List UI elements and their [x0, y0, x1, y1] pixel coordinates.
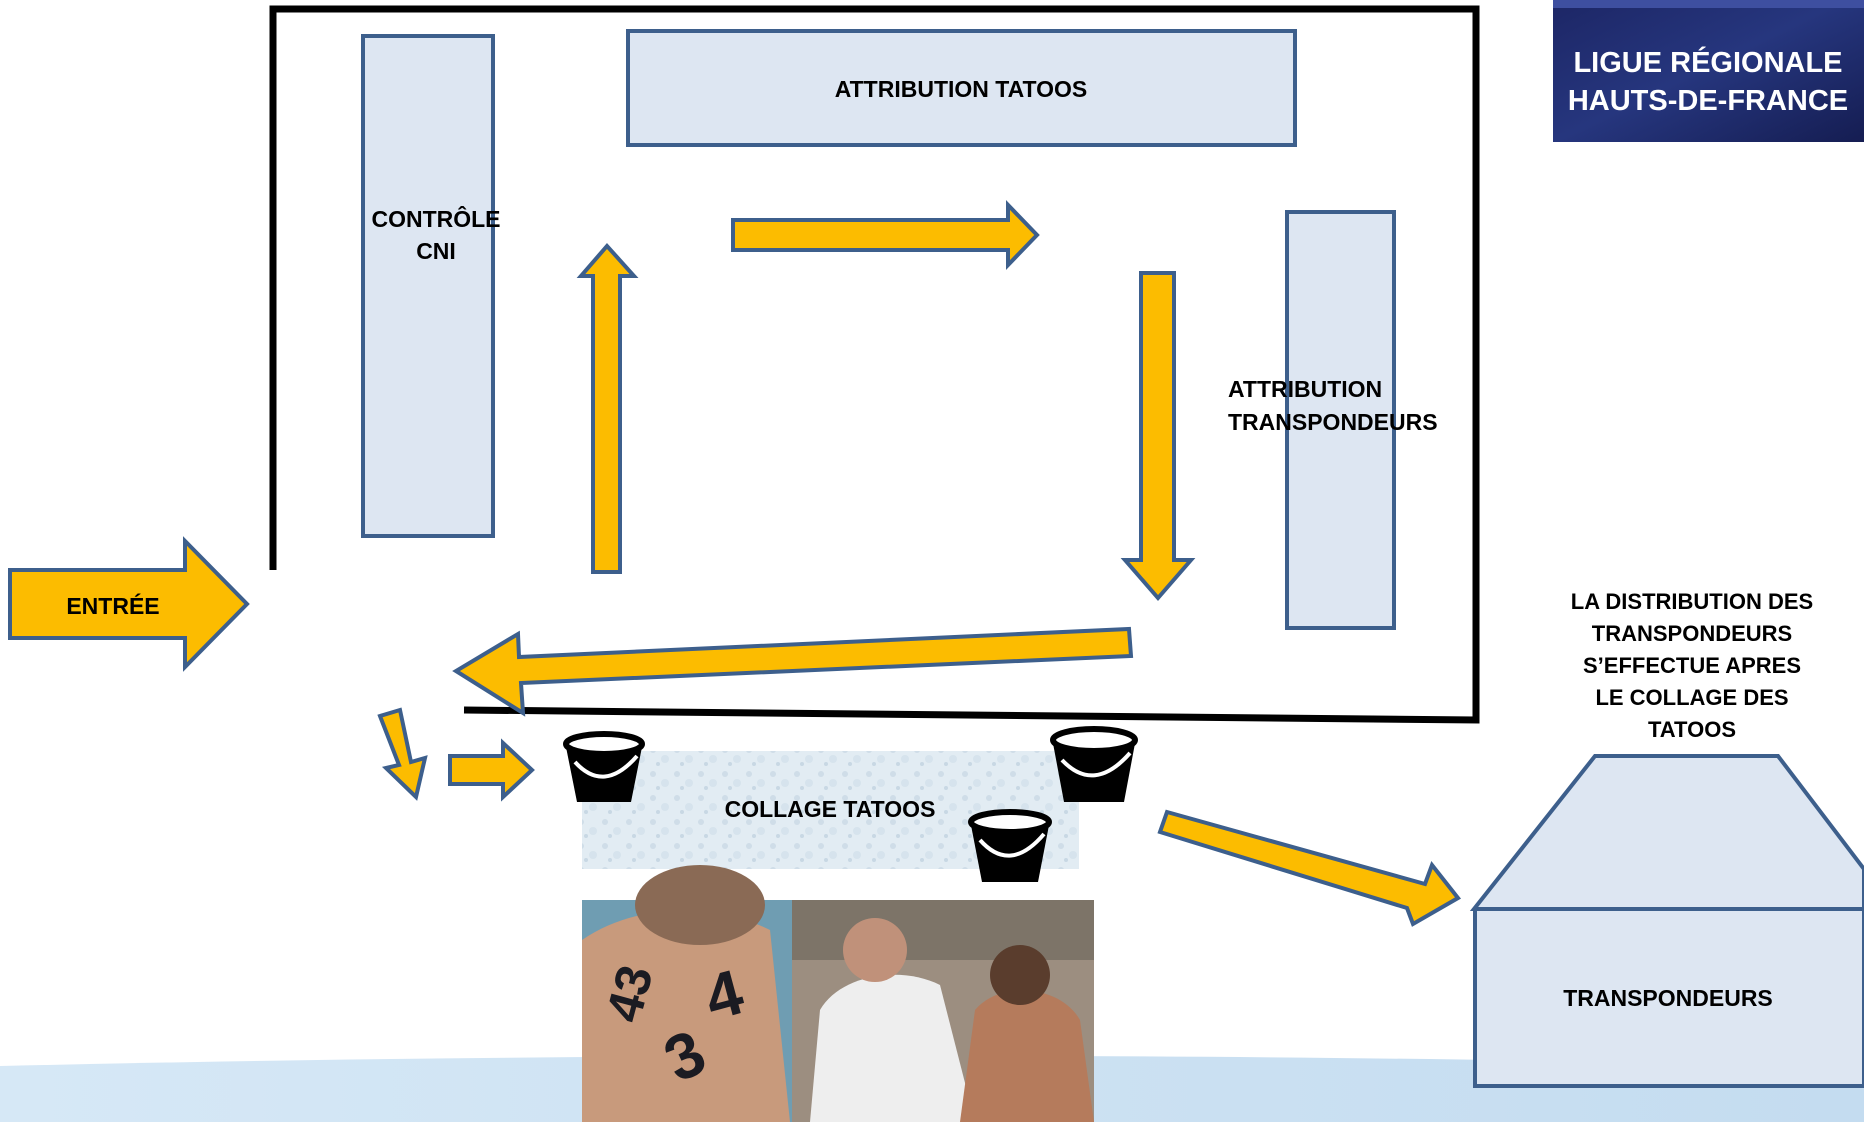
note-line: S’EFFECTUE APRES [1583, 653, 1801, 678]
arrow-down-right [1120, 271, 1196, 602]
arrow-diagonal-down [377, 707, 428, 801]
room-walls [269, 5, 1480, 724]
note-line: LE COLLAGE DES [1595, 685, 1788, 710]
photo-volunteer-applying-tattoo [792, 900, 1094, 1122]
logo-text-line2: HAUTS-DE-FRANCE [1568, 85, 1848, 117]
bucket-icon [563, 731, 645, 802]
distribution-note: LA DISTRIBUTION DES TRANSPONDEURS S’EFFE… [1571, 589, 1813, 742]
bucket-icon [1050, 726, 1138, 802]
station-attribution-tatoos [626, 29, 1297, 147]
label-transpondeurs-station: TRANSPONDEURS [1228, 409, 1438, 435]
league-logo [1553, 0, 1864, 142]
note-line: TRANSPONDEURS [1592, 621, 1792, 646]
label-entree: ENTRÉE [66, 592, 159, 619]
label-cni: CNI [416, 238, 456, 264]
photo-tattooed-back: 43 4 3 [582, 865, 792, 1122]
note-line: TATOOS [1648, 717, 1736, 742]
label-controle: CONTRÔLE [371, 205, 500, 232]
arrow-up [576, 242, 639, 574]
note-line: LA DISTRIBUTION DES [1571, 589, 1813, 614]
station-controle-cni [361, 34, 495, 538]
logo-text-line1: LIGUE RÉGIONALE [1573, 45, 1842, 79]
transpondeurs-roof [1469, 754, 1864, 911]
transpondeurs-building [1473, 907, 1864, 1088]
label-transpondeurs: TRANSPONDEURS [1563, 985, 1773, 1011]
label-collage-tatoos: COLLAGE TATOOS [725, 796, 936, 822]
arrow-entree [8, 536, 250, 672]
arrow-right-top [731, 200, 1040, 270]
label-attribution-tatoos: ATTRIBUTION TATOOS [835, 76, 1088, 102]
bucket-icon [968, 809, 1052, 882]
arrow-to-transpondeurs [1157, 809, 1462, 927]
label-attribution: ATTRIBUTION [1228, 376, 1382, 402]
station-attribution-transpondeurs [1285, 210, 1396, 630]
arrow-left-bottom [452, 626, 1134, 717]
arrow-right-small [448, 738, 535, 802]
league-logo-top-strip [1553, 0, 1864, 8]
